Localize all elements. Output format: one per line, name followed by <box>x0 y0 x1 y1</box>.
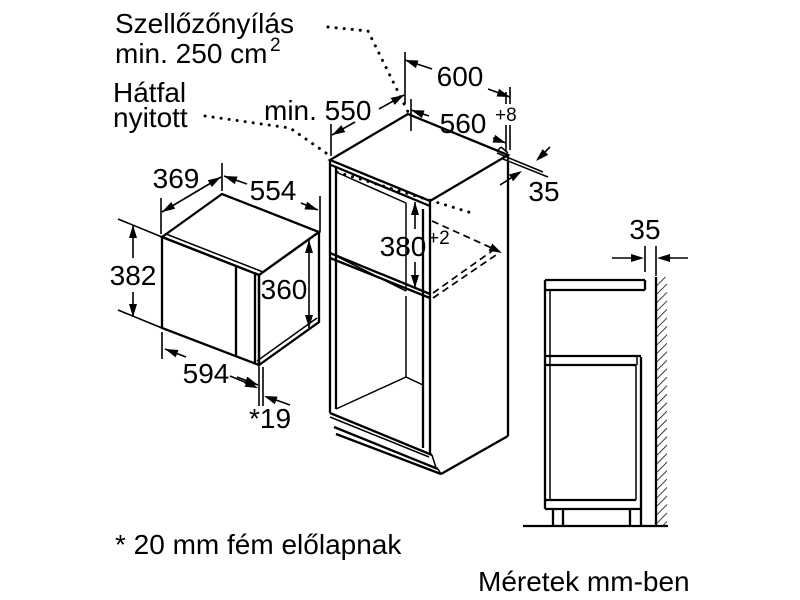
dim-cabinet-width: 600 <box>437 61 484 92</box>
microwave-top-edge-line <box>165 233 264 273</box>
dashed-line <box>432 254 497 299</box>
sup8-mask <box>492 104 523 125</box>
dim-appliance-body-width: 554 <box>250 175 297 206</box>
plinth-top-edge <box>333 425 439 471</box>
rear-strip-line <box>502 158 549 178</box>
cabinet-corner-notch <box>500 146 509 154</box>
dim-wall-clearance: 35 <box>629 214 660 245</box>
wall-hatch <box>656 277 667 526</box>
dim-appliance-front-height: 382 <box>110 260 157 291</box>
niche-shelf-lower-edge <box>329 256 431 300</box>
dim-niche-height-tol: +2 <box>428 228 450 249</box>
dim-niche-width: 560 <box>440 108 487 139</box>
dashed-arrowhead <box>488 243 502 253</box>
niche-top-front-edge <box>330 163 431 208</box>
units-note: Méretek mm-ben <box>478 566 690 597</box>
dashed-line <box>432 250 493 294</box>
ventilation-label-line1: Szellőzőnyílás <box>115 8 294 39</box>
lower-compartment-side-edge <box>405 376 424 386</box>
cabinet-drawing <box>327 112 549 476</box>
footnote-text: * 20 mm fém előlapnak <box>115 529 402 560</box>
dim-appliance-depth: 369 <box>153 163 200 194</box>
plinth-back-edge <box>440 434 509 476</box>
backwall-label-line1: Hátfal <box>113 77 186 108</box>
ventilation-leader-dots <box>326 25 410 114</box>
projection-dashes <box>431 220 502 299</box>
side-view-drawing <box>523 277 668 528</box>
microwave-right-face <box>257 229 321 368</box>
dim-niche-height: 380 <box>380 231 427 262</box>
ventilation-label-line2: min. 250 cm <box>115 38 268 69</box>
plinth-step <box>437 468 442 475</box>
dim-appliance-front-width: 594 <box>183 358 230 389</box>
annotations: Szellőzőnyílás min. 250 cm 2 Hátfal nyit… <box>110 8 690 597</box>
cabinet-corner-notch <box>496 146 502 152</box>
plinth-step <box>431 454 437 469</box>
dim-front-panel-gap: *19 <box>249 403 291 434</box>
plinth-bottom-edge <box>335 432 442 476</box>
niche-shelf-front-edge <box>329 251 431 296</box>
lower-compartment-floor-edge <box>335 376 407 410</box>
dim-appliance-body-height: 360 <box>261 274 308 305</box>
cabinet-bottom-inner-edge <box>329 416 430 458</box>
ventilation-label-sup: 2 <box>270 35 281 56</box>
dim-rear-strip: 35 <box>528 176 559 207</box>
niche-interior-top-edge <box>335 171 407 204</box>
microwave-front-face <box>160 235 261 367</box>
dim-niche-width-tol: +8 <box>495 105 517 126</box>
backwall-label-line2: nyitott <box>113 102 188 133</box>
dimension-lines <box>117 52 688 406</box>
cabinet-bottom-front-edge <box>329 411 433 457</box>
ventilation-slot-dots <box>335 170 474 215</box>
leader-lines <box>203 25 474 215</box>
dim-cabinet-depth: min. 550 <box>264 95 371 126</box>
microwave-bottom-edge-line <box>256 317 318 362</box>
microwave-drawing <box>159 192 322 368</box>
rear-strip-line <box>496 152 544 173</box>
